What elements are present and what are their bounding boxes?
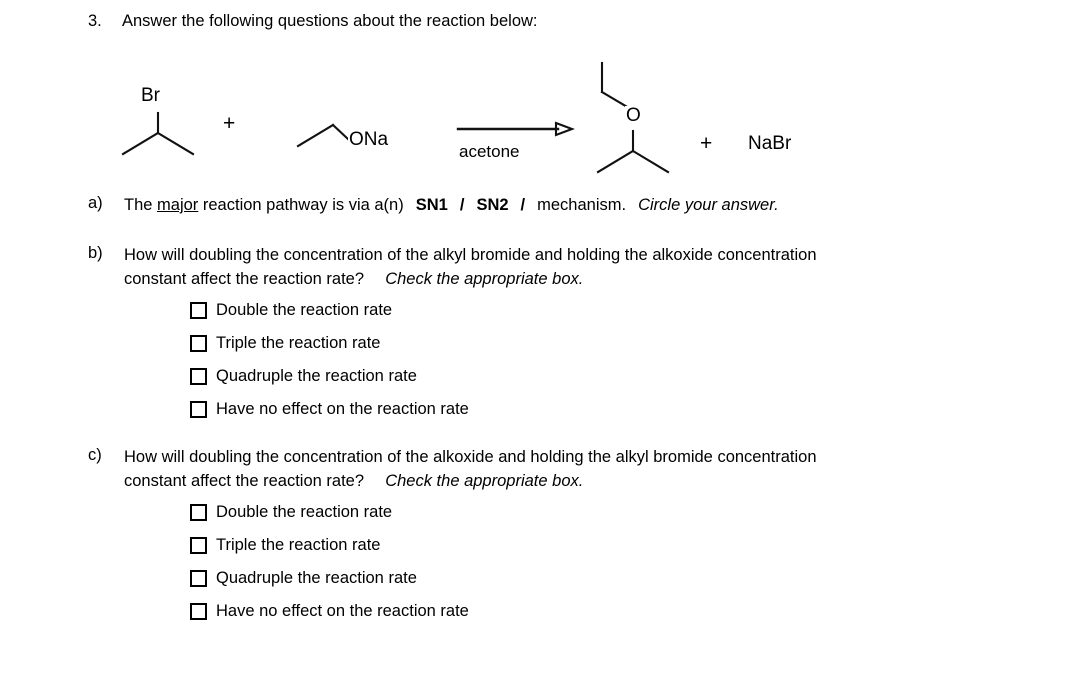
part-c-options: Double the reaction rate Triple the reac…: [190, 496, 890, 628]
option-row[interactable]: Triple the reaction rate: [190, 529, 890, 562]
part-c-letter: c): [88, 446, 102, 464]
option-label: Quadruple the reaction rate: [216, 569, 417, 587]
part-a-text-after: reaction pathway is via a(n): [198, 196, 404, 214]
choice-separator-1: /: [459, 196, 465, 214]
structure-ethyl-isopropyl-ether: [596, 61, 670, 174]
question-number: 3.: [88, 12, 102, 30]
option-label: Triple the reaction rate: [216, 536, 381, 554]
option-row[interactable]: Double the reaction rate: [190, 294, 890, 327]
part-c-line-2: constant affect the reaction rate?: [124, 471, 365, 490]
part-a-text-end: mechanism.: [537, 196, 627, 214]
part-b: b) How will doubling the concentration o…: [88, 244, 988, 292]
part-a-emphasis: major: [157, 196, 199, 214]
ona-label: ONa: [348, 129, 390, 150]
bromine-label: Br: [140, 85, 161, 106]
checkbox-icon[interactable]: [190, 368, 207, 385]
part-c: c) How will doubling the concentration o…: [88, 446, 988, 494]
plus-sign-reactants: +: [223, 112, 236, 135]
checkbox-icon[interactable]: [190, 302, 207, 319]
part-b-instruction: Check the appropriate box.: [385, 269, 584, 288]
reaction-scheme: Br + ONa acetone O + NaBr: [0, 46, 1080, 186]
option-row[interactable]: Have no effect on the reaction rate: [190, 393, 890, 426]
option-row[interactable]: Quadruple the reaction rate: [190, 360, 890, 393]
choice-sn1[interactable]: SN1: [415, 196, 448, 214]
part-b-options: Double the reaction rate Triple the reac…: [190, 294, 890, 426]
reaction-bonds: [121, 61, 670, 174]
choice-sn2[interactable]: SN2: [476, 196, 509, 214]
question-header: 3. Answer the following questions about …: [88, 12, 538, 31]
part-c-instruction: Check the appropriate box.: [385, 471, 584, 490]
plus-sign-products: +: [700, 132, 713, 155]
part-b-line-2: constant affect the reaction rate?: [124, 269, 365, 288]
part-a-instruction: Circle your answer.: [638, 196, 779, 214]
option-row[interactable]: Double the reaction rate: [190, 496, 890, 529]
option-row[interactable]: Quadruple the reaction rate: [190, 562, 890, 595]
checkbox-icon[interactable]: [190, 504, 207, 521]
option-label: Have no effect on the reaction rate: [216, 602, 469, 620]
question-prompt: Answer the following questions about the…: [122, 12, 538, 30]
part-b-line-1: How will doubling the concentration of t…: [124, 246, 817, 264]
part-a-text-before: The: [124, 196, 158, 214]
checkbox-icon[interactable]: [190, 537, 207, 554]
checkbox-icon[interactable]: [190, 603, 207, 620]
structure-2-bromopropane: [121, 111, 195, 156]
reaction-arrow: [456, 121, 575, 137]
structure-sodium-ethoxide: [296, 123, 350, 148]
part-a-letter: a): [88, 194, 103, 212]
checkbox-icon[interactable]: [190, 335, 207, 352]
option-label: Triple the reaction rate: [216, 334, 381, 352]
part-a: a) The major reaction pathway is via a(n…: [88, 194, 988, 218]
option-row[interactable]: Have no effect on the reaction rate: [190, 595, 890, 628]
option-row[interactable]: Triple the reaction rate: [190, 327, 890, 360]
solvent-label: acetone: [459, 142, 520, 161]
option-label: Have no effect on the reaction rate: [216, 400, 469, 418]
part-c-line-1: How will doubling the concentration of t…: [124, 448, 817, 466]
choice-separator-2: /: [520, 196, 526, 214]
part-b-text: How will doubling the concentration of t…: [124, 244, 988, 292]
option-label: Double the reaction rate: [216, 503, 393, 521]
checkbox-icon[interactable]: [190, 570, 207, 587]
option-label: Double the reaction rate: [216, 301, 393, 319]
option-label: Quadruple the reaction rate: [216, 367, 417, 385]
checkbox-icon[interactable]: [190, 401, 207, 418]
nabr-label: NaBr: [748, 133, 792, 154]
ether-oxygen-label: O: [625, 105, 642, 126]
part-b-letter: b): [88, 244, 103, 262]
part-c-text: How will doubling the concentration of t…: [124, 446, 988, 494]
part-a-text: The major reaction pathway is via a(n) SN…: [124, 194, 988, 218]
